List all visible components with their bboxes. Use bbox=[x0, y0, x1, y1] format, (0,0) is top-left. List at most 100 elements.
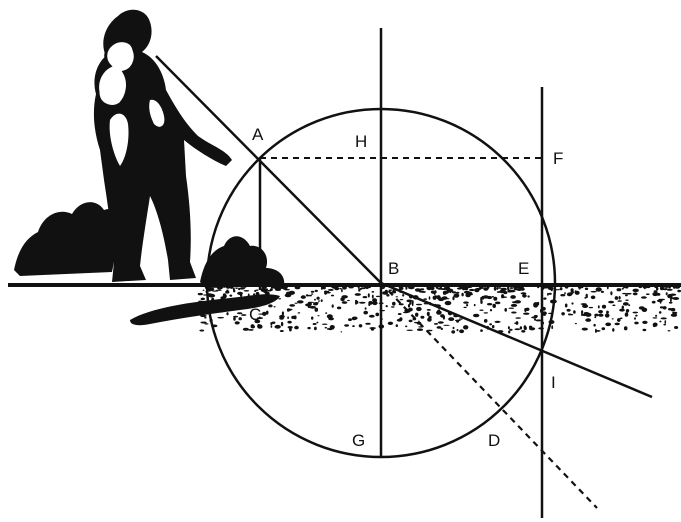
soil-speck bbox=[307, 326, 311, 330]
soil-speck bbox=[285, 285, 287, 289]
soil-speck bbox=[405, 285, 408, 290]
soil-speck bbox=[314, 289, 318, 292]
soil-speck bbox=[461, 292, 464, 297]
soil-speck bbox=[642, 320, 648, 324]
soil-speck bbox=[247, 302, 254, 304]
dashed-extension bbox=[380, 282, 598, 509]
soil-speck bbox=[416, 328, 424, 332]
soil-speck bbox=[632, 292, 638, 296]
soil-speck bbox=[265, 310, 269, 315]
soil-speck bbox=[601, 304, 607, 309]
soil-speck bbox=[463, 325, 469, 330]
soil-speck bbox=[492, 303, 497, 308]
soil-speck bbox=[508, 330, 511, 334]
soil-speck bbox=[573, 310, 576, 314]
soil-speck bbox=[533, 302, 539, 307]
label-d: D bbox=[488, 431, 500, 450]
soil-speck bbox=[390, 306, 395, 308]
soil-speck bbox=[632, 311, 639, 314]
soil-speck bbox=[230, 306, 234, 311]
soil-speck bbox=[521, 330, 526, 333]
soil-speck bbox=[656, 286, 659, 291]
coat-highlight bbox=[109, 113, 129, 166]
soil-speck bbox=[320, 299, 323, 302]
soil-speck bbox=[322, 286, 326, 290]
soil-speck bbox=[463, 306, 467, 309]
soil-speck bbox=[507, 326, 510, 330]
soil-speck bbox=[253, 318, 258, 321]
soil-speck bbox=[215, 289, 222, 291]
soil-speck bbox=[616, 288, 622, 292]
soil-speck bbox=[514, 328, 521, 331]
soil-speck bbox=[501, 296, 508, 299]
soil-speck bbox=[529, 327, 536, 331]
soil-speck bbox=[426, 286, 432, 291]
soil-speck bbox=[566, 308, 571, 312]
soil-speck bbox=[316, 296, 320, 300]
soil-speck bbox=[202, 302, 206, 307]
soil-speck bbox=[229, 294, 233, 297]
soil-speck bbox=[254, 319, 261, 324]
soil-speck bbox=[334, 286, 340, 291]
soil-speck bbox=[500, 290, 507, 293]
soil-speck bbox=[311, 316, 314, 320]
soil-speck bbox=[496, 288, 499, 290]
soil-speck bbox=[204, 317, 207, 319]
label-e: E bbox=[518, 259, 529, 278]
soil-speck bbox=[578, 286, 582, 289]
soil-speck bbox=[467, 293, 473, 296]
soil-speck bbox=[606, 285, 609, 290]
soil-speck bbox=[653, 290, 658, 293]
soil-speck bbox=[368, 314, 375, 318]
soil-speck bbox=[494, 301, 501, 305]
soil-speck bbox=[604, 313, 610, 318]
soil-speck bbox=[398, 287, 402, 290]
soil-speck bbox=[364, 285, 372, 289]
soil-speck bbox=[268, 304, 273, 308]
soil-speck bbox=[399, 299, 404, 301]
soil-speck bbox=[664, 320, 667, 324]
soil-speck bbox=[297, 312, 301, 314]
soil-speck bbox=[497, 287, 502, 289]
soil-speck bbox=[594, 313, 599, 317]
soil-speck bbox=[626, 292, 632, 295]
soil-speck bbox=[652, 317, 658, 319]
soil-speck bbox=[362, 296, 368, 299]
soil-speck bbox=[439, 287, 442, 290]
soil-speck bbox=[466, 304, 469, 307]
soil-speck bbox=[297, 300, 304, 304]
soil-speck bbox=[227, 301, 233, 306]
soil-speck bbox=[581, 310, 584, 314]
soil-speck bbox=[570, 288, 574, 293]
soil-speck bbox=[451, 330, 456, 334]
soil-speck bbox=[430, 290, 437, 294]
soil-speck bbox=[479, 309, 484, 311]
soil-speck bbox=[197, 292, 203, 296]
soil-speck bbox=[666, 288, 673, 291]
soil-speck bbox=[211, 290, 219, 292]
soil-speck bbox=[606, 310, 609, 314]
soil-speck bbox=[524, 308, 527, 312]
soil-speck bbox=[270, 325, 273, 328]
soil-speck bbox=[257, 324, 261, 328]
soil-speck bbox=[480, 329, 483, 332]
soil-speck bbox=[452, 296, 455, 301]
soil-speck bbox=[300, 295, 306, 299]
soil-speck bbox=[341, 301, 345, 304]
soil-speck bbox=[593, 323, 596, 327]
soil-speck bbox=[408, 286, 415, 290]
soil-speck bbox=[435, 286, 439, 289]
soil-speck bbox=[658, 311, 662, 314]
soil-speck bbox=[408, 319, 413, 323]
soil-speck bbox=[641, 307, 648, 312]
soil-speck bbox=[294, 302, 298, 304]
soil-speck bbox=[391, 291, 397, 294]
soil-speck bbox=[574, 322, 577, 325]
soil-speck bbox=[279, 314, 285, 319]
soil-speck bbox=[364, 307, 367, 310]
soil-speck bbox=[619, 308, 625, 312]
soil-speck bbox=[284, 289, 290, 291]
soil-speck bbox=[548, 292, 552, 295]
soil-speck bbox=[628, 304, 631, 307]
soil-speck bbox=[436, 295, 441, 300]
